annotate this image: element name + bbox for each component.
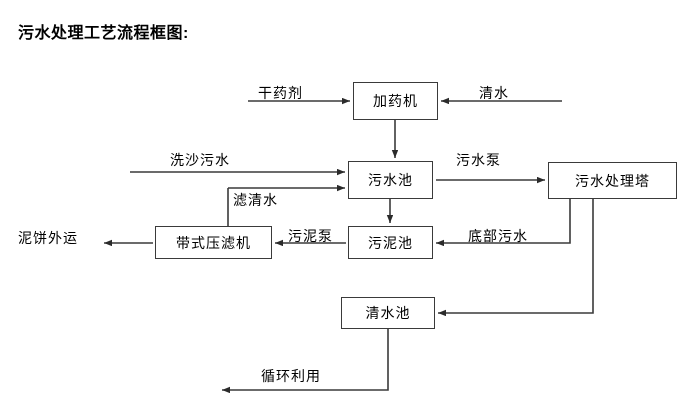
edge-label-sludge-pump: 污泥泵 <box>288 228 333 244</box>
node-label: 清水池 <box>365 305 411 321</box>
edge-tower-bottom-sewage-to-sludge-pool <box>436 199 571 247</box>
edge-tower-to-clear-pool <box>438 199 594 317</box>
page-title: 污水处理工艺流程框图: <box>18 25 189 42</box>
edge-label-sand-wash-sewage: 洗沙污水 <box>170 152 230 168</box>
edge-label-filtered-water: 滤清水 <box>233 192 278 208</box>
edge-clear-pool-to-recycle <box>222 329 389 394</box>
edge-label-dry-agent: 干药剂 <box>258 85 303 101</box>
node-label: 加药机 <box>373 93 418 109</box>
node-dosing-machine[interactable]: 加药机 <box>353 82 438 120</box>
node-treatment-tower[interactable]: 污水处理塔 <box>548 162 677 199</box>
node-label: 污水处理塔 <box>575 172 650 189</box>
edge-label-clean-water: 清水 <box>479 85 509 101</box>
edge-label-sewage-pump: 污水泵 <box>456 152 501 168</box>
node-belt-filter-press[interactable]: 带式压滤机 <box>155 226 272 259</box>
node-clear-water-pool[interactable]: 清水池 <box>341 297 435 329</box>
node-label: 污泥池 <box>368 234 413 251</box>
edge-label-recycle-use: 循环利用 <box>261 368 321 384</box>
node-sewage-pool[interactable]: 污水池 <box>348 161 433 199</box>
node-label: 污水池 <box>368 172 413 188</box>
terminal-label-mud-cake-out: 泥饼外运 <box>18 230 78 246</box>
edge-label-bottom-sewage: 底部污水 <box>468 228 528 244</box>
node-label: 带式压滤机 <box>176 234 251 251</box>
node-sludge-pool[interactable]: 污泥池 <box>348 226 433 259</box>
